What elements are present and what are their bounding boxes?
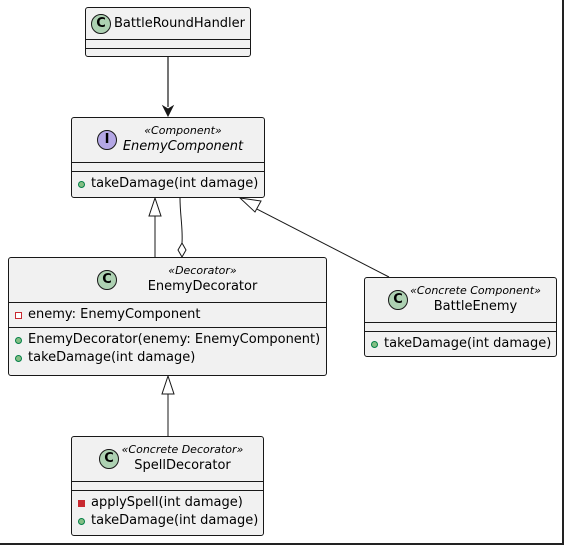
class-header: I «Component» EnemyComponent bbox=[72, 118, 264, 163]
realization-arrowhead-decorator bbox=[148, 196, 162, 217]
interface-enemy-component[interactable]: I «Component» EnemyComponent takeDamage(… bbox=[71, 117, 265, 198]
private-visibility-icon bbox=[78, 499, 85, 507]
class-stereotype: «Component» bbox=[144, 124, 222, 137]
class-battle-enemy[interactable]: C «Concrete Component» BattleEnemy takeD… bbox=[364, 277, 557, 357]
method-row: applySpell(int damage) bbox=[78, 494, 257, 512]
class-header: C BattleRoundHandler bbox=[86, 8, 250, 40]
class-badge-icon: C bbox=[97, 270, 117, 290]
class-stereotype: «Concrete Decorator» bbox=[121, 443, 244, 456]
class-name: BattleEnemy bbox=[433, 299, 518, 314]
public-visibility-icon bbox=[15, 336, 22, 344]
aggregation-line bbox=[179, 197, 183, 244]
attributes-section bbox=[72, 163, 264, 172]
aggregation-diamond bbox=[177, 241, 187, 259]
methods-section bbox=[86, 49, 250, 57]
methods-section: takeDamage(int damage) bbox=[365, 332, 556, 356]
methods-section: EnemyDecorator(enemy: EnemyComponent) ta… bbox=[9, 328, 326, 370]
realization-line-battle-enemy bbox=[252, 206, 390, 278]
inheritance-arrowhead bbox=[161, 374, 175, 395]
class-name: EnemyDecorator bbox=[147, 279, 258, 294]
attributes-section bbox=[365, 323, 556, 332]
method-row: takeDamage(int damage) bbox=[15, 349, 320, 367]
interface-badge-icon: I bbox=[97, 130, 117, 150]
association-arrowhead bbox=[161, 104, 175, 118]
class-badge-icon: C bbox=[91, 14, 111, 34]
class-badge-icon: C bbox=[99, 449, 119, 469]
public-visibility-icon bbox=[78, 517, 85, 525]
method-row: takeDamage(int damage) bbox=[371, 335, 551, 353]
methods-section: applySpell(int damage) takeDamage(int da… bbox=[72, 491, 263, 533]
class-stereotype: «Concrete Component» bbox=[410, 284, 541, 297]
class-header: C «Concrete Decorator» SpellDecorator bbox=[72, 437, 263, 482]
public-visibility-icon bbox=[15, 354, 22, 362]
private-visibility-icon bbox=[15, 311, 22, 319]
class-header: C «Decorator» EnemyDecorator bbox=[9, 258, 326, 303]
attributes-section bbox=[72, 482, 263, 491]
method-row: EnemyDecorator(enemy: EnemyComponent) bbox=[15, 331, 320, 349]
attributes-section: enemy: EnemyComponent bbox=[9, 303, 326, 328]
method-row: takeDamage(int damage) bbox=[78, 175, 258, 193]
methods-section: takeDamage(int damage) bbox=[72, 172, 264, 196]
class-battle-round-handler[interactable]: C BattleRoundHandler bbox=[85, 7, 251, 57]
class-header: C «Concrete Component» BattleEnemy bbox=[365, 278, 556, 323]
class-name: EnemyComponent bbox=[122, 139, 244, 154]
method-row: takeDamage(int damage) bbox=[78, 512, 258, 530]
class-stereotype: «Decorator» bbox=[168, 264, 237, 277]
attributes-section bbox=[86, 40, 250, 49]
class-name: BattleRoundHandler bbox=[114, 16, 246, 31]
class-name: SpellDecorator bbox=[134, 458, 231, 473]
class-badge-icon: C bbox=[388, 290, 408, 310]
class-spell-decorator[interactable]: C «Concrete Decorator» SpellDecorator ap… bbox=[71, 436, 264, 536]
public-visibility-icon bbox=[371, 340, 378, 348]
public-visibility-icon bbox=[78, 180, 85, 188]
class-enemy-decorator[interactable]: C «Decorator» EnemyDecorator enemy: Enem… bbox=[8, 257, 327, 376]
realization-arrowhead-battle-enemy bbox=[238, 197, 262, 213]
attribute-row: enemy: EnemyComponent bbox=[15, 306, 320, 324]
